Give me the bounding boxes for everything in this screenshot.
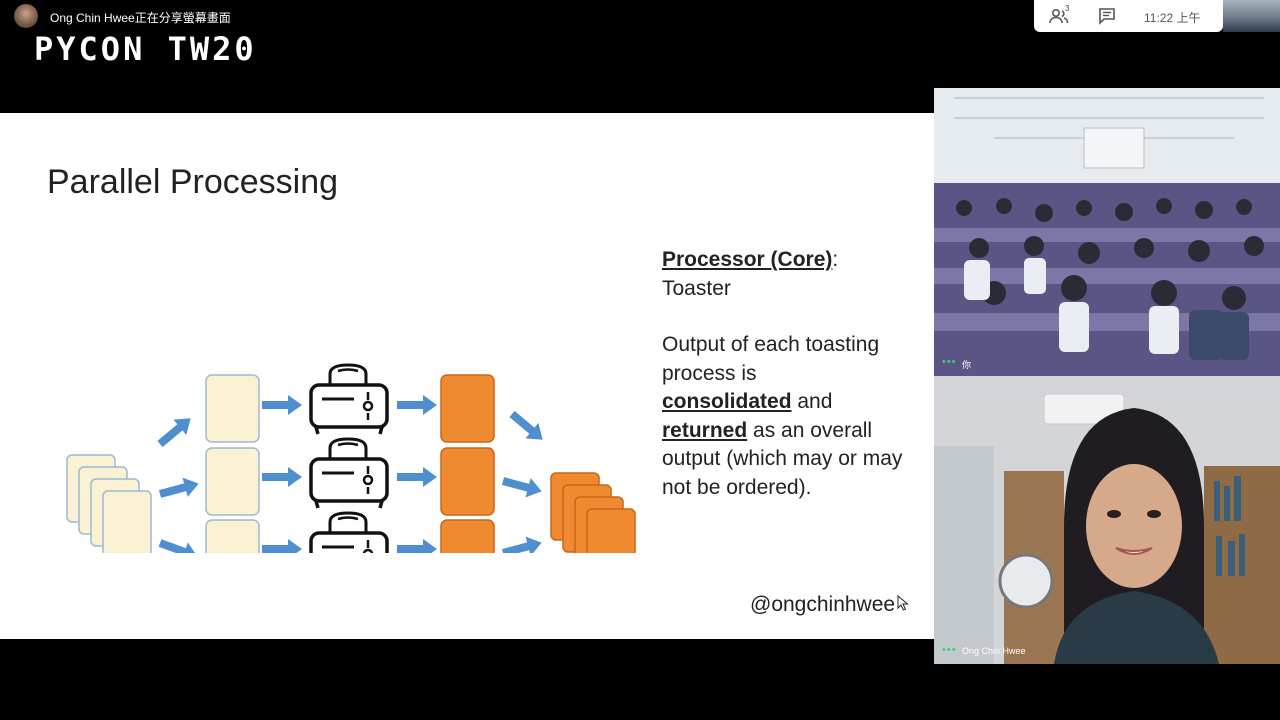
self-view-thumbnail[interactable] [1223,0,1280,32]
returned-term: returned [662,418,748,442]
mouse-cursor-icon [897,595,909,611]
participant-count: 3 [1065,4,1070,13]
output-paragraph: Output of each toasting process is consol… [662,331,922,502]
merge-arrows [500,406,550,553]
parallel-processing-diagram [66,363,636,553]
twitter-handle: @ongchinhwee [750,593,896,616]
split-arrows [153,410,202,553]
processor-value: Toaster [662,276,731,300]
processor-line: Processor (Core): Toaster [662,246,922,303]
processing-row-2 [205,437,495,516]
meeting-top-bar: Ong Chin Hwee正在分享螢幕畫面 3 11:22 上午 [0,0,1280,32]
output-text-1: Output of each toasting process is [662,333,880,385]
slide-description: Processor (Core): Toaster Output of each … [662,246,922,530]
shared-slide: Parallel Processing [0,113,934,639]
participant-tile-speaker[interactable]: ••• Ong Chin Hwee [934,376,1280,664]
and-text: and [791,390,833,413]
chat-icon[interactable] [1098,7,1116,25]
processing-row-1 [205,363,495,443]
participant-tile-audience[interactable]: ••• 你 [934,88,1280,376]
screen-share-label: Ong Chin Hwee正在分享螢幕畫面 [50,11,231,25]
output-toast-stack [550,472,636,553]
people-icon[interactable] [1048,7,1070,25]
slide-title: Parallel Processing [47,163,339,201]
meeting-clock: 11:22 上午 [1144,11,1201,25]
more-dots-icon[interactable]: ••• [942,644,957,656]
processor-heading: Processor (Core) [662,248,833,271]
participant-name-speaker: Ong Chin Hwee [962,646,1026,656]
pycon-logo: PYCON TW20 [34,30,257,68]
consolidated-term: consolidated [662,390,792,413]
speaker-video [934,376,1280,664]
audience-video [934,88,1280,376]
processor-colon: : [832,248,839,271]
input-bread-stack [66,454,152,553]
processing-row-3 [205,511,495,553]
more-dots-icon[interactable]: ••• [942,356,957,368]
meeting-status-panel: 3 11:22 上午 [1034,0,1223,32]
participant-name-self: 你 [962,360,972,370]
output-text-2: as an overall output (which may or may n… [662,418,903,499]
presenter-avatar [14,4,38,28]
